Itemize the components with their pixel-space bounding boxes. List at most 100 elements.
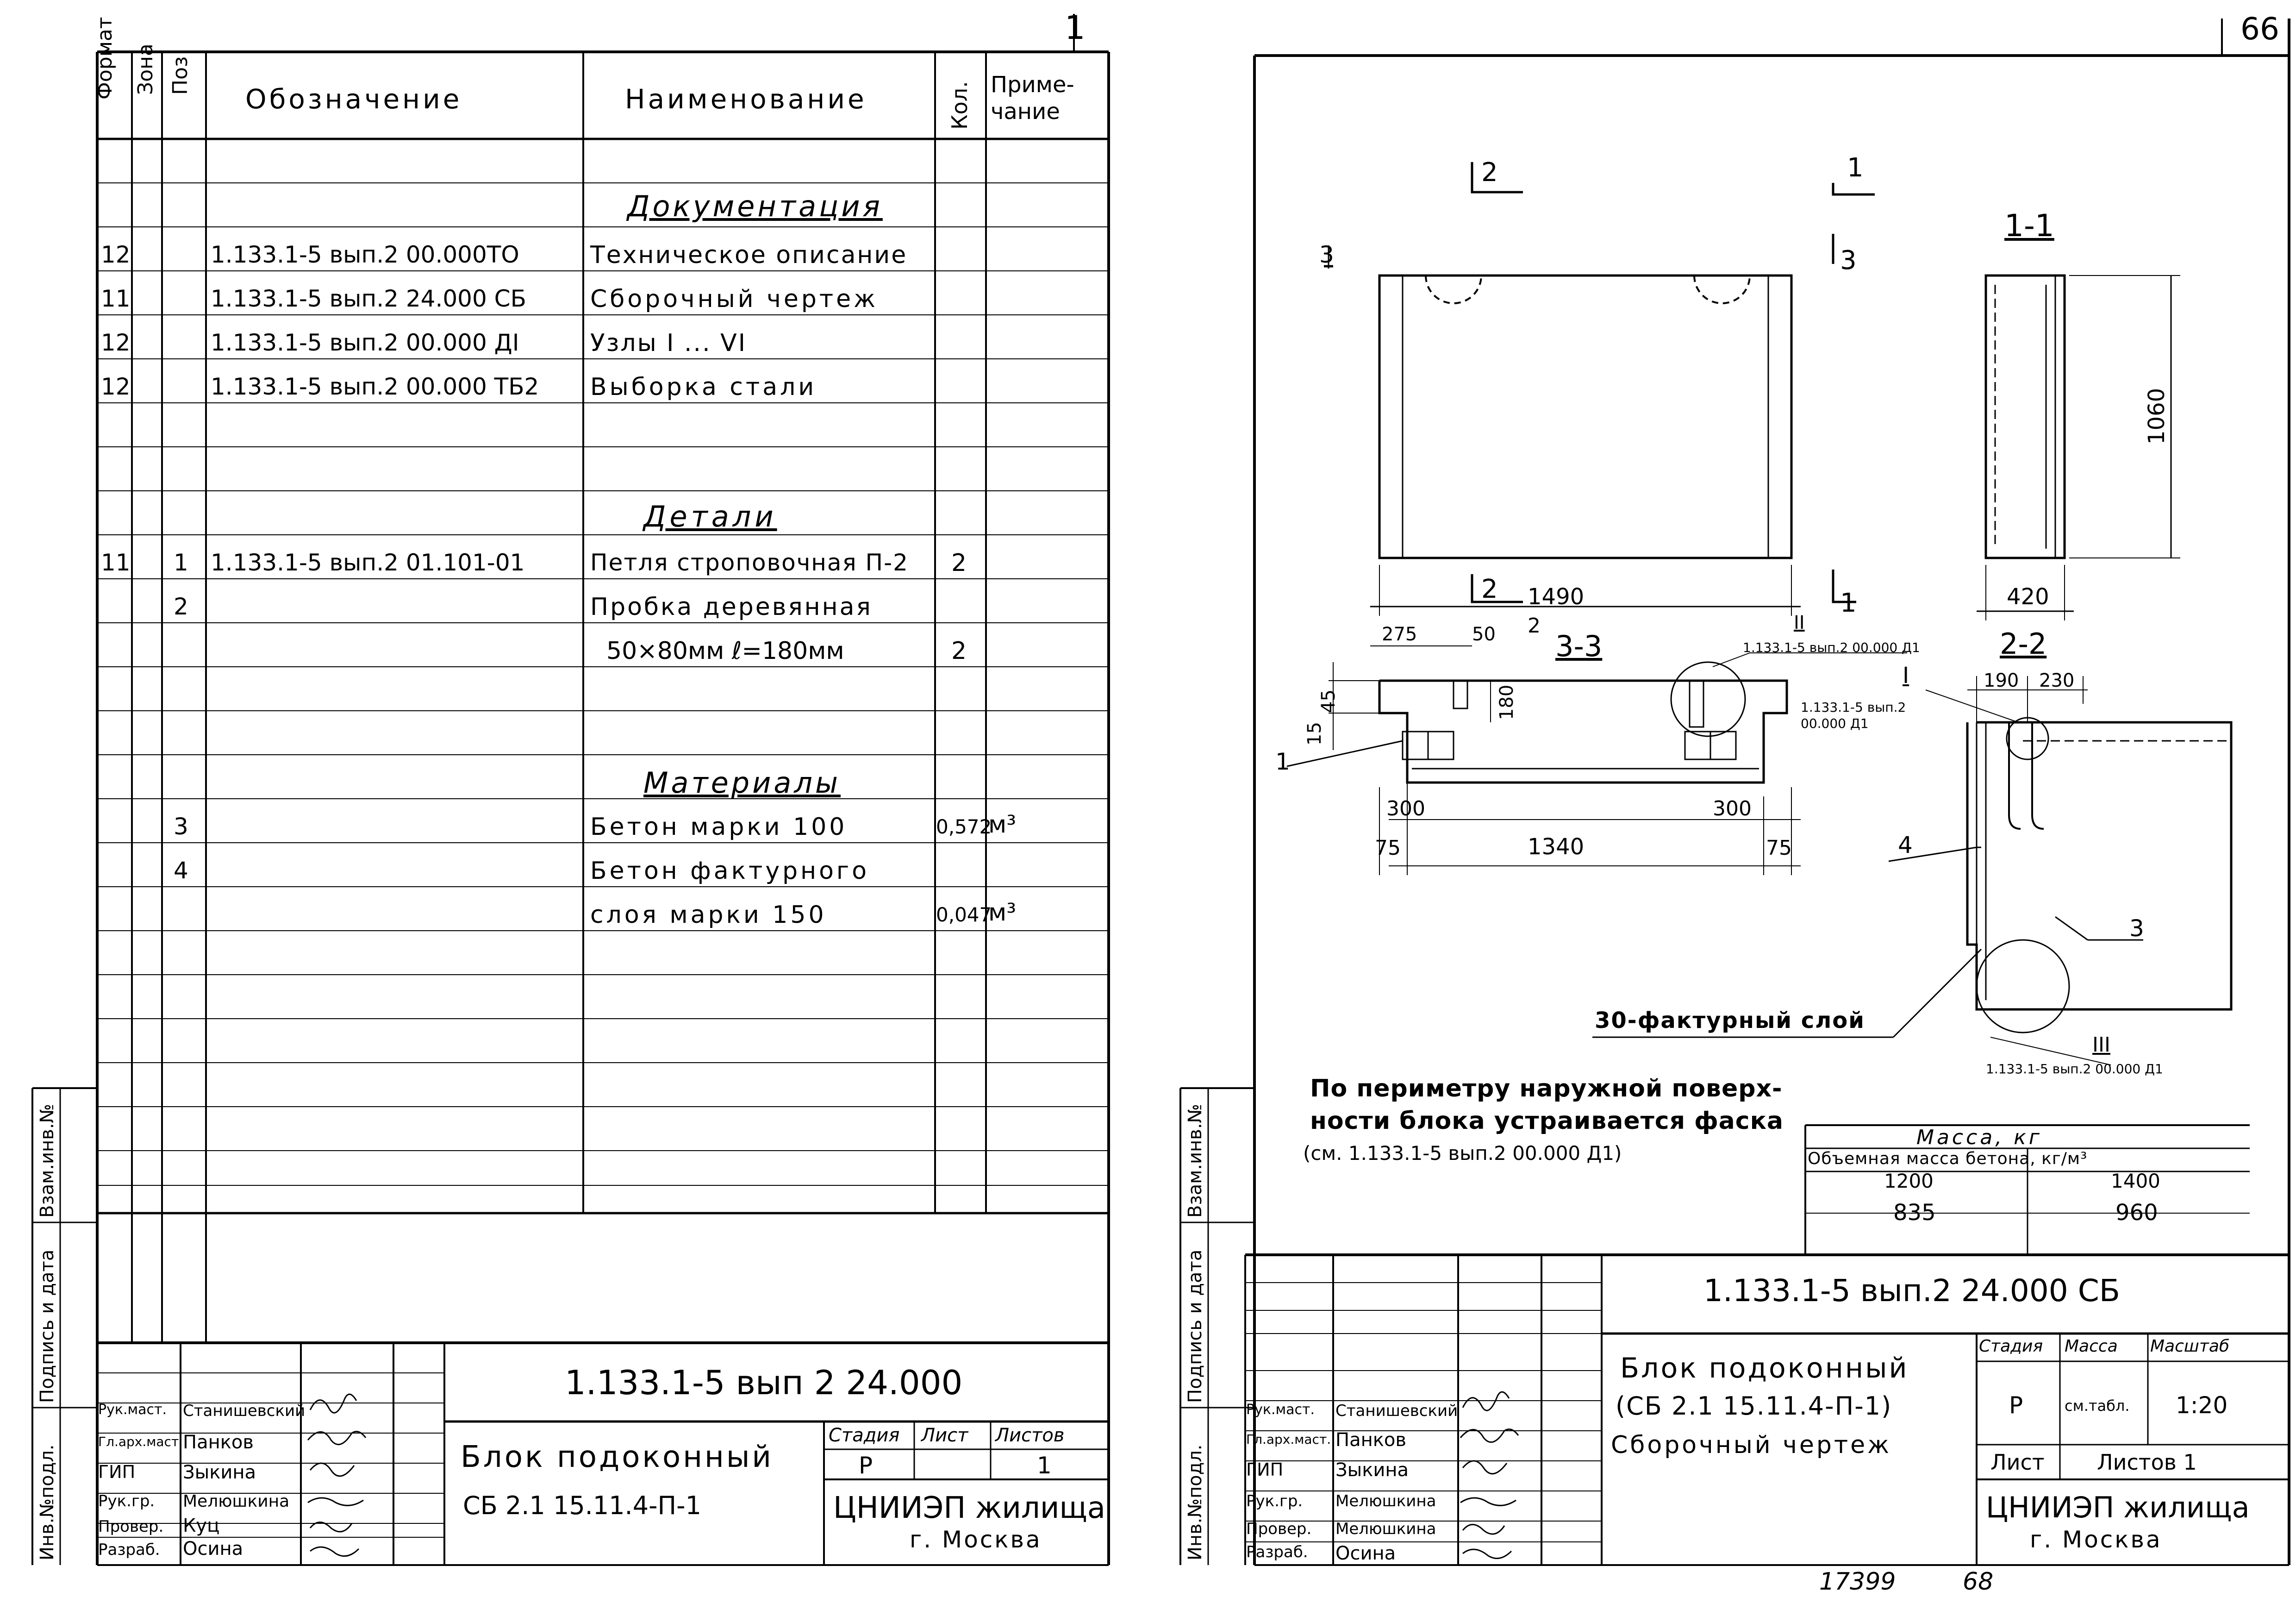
cut-marker: 2	[1481, 574, 1498, 604]
person-name: Мелюшкина	[1335, 1520, 1436, 1538]
header-note: Приме-чание	[991, 72, 1074, 125]
sheet-label: Лист	[921, 1425, 968, 1446]
section-3-3-title: 3-3	[1555, 629, 1603, 663]
row-name: 50×80мм ℓ=180мм	[606, 637, 844, 665]
header-name: Наименование	[625, 83, 867, 115]
row-designation: 1.133.1-5 вып.2 00.000 ТБ2	[211, 373, 539, 400]
row-qty: 0,047	[936, 903, 992, 926]
signature-scribbles	[307, 1393, 367, 1557]
person-name: Мелюшкина	[183, 1492, 290, 1511]
title-code: 1.133.1-5 вып 2 24.000	[565, 1363, 963, 1402]
title-line1: Блок подоконный	[461, 1440, 774, 1474]
org-line1: ЦНИИЭП жилища	[1986, 1491, 2250, 1524]
person-name: Осина	[1335, 1543, 1396, 1564]
title-code: 1.133.1-5 вып.2 24.000 СБ	[1703, 1273, 2121, 1309]
mass-title: Масса, кг	[1916, 1126, 2042, 1149]
title-line1: Блок подоконный	[1620, 1352, 1909, 1384]
person-name: Панков	[183, 1432, 254, 1453]
ref-II: 1.133.1-5 вып.2 00.000 Д1	[1743, 640, 1920, 655]
dim-420: 420	[2007, 584, 2049, 610]
facing-layer-label: 30-фактурный слой	[1595, 1008, 1865, 1033]
org-line2: г. Москва	[910, 1526, 1042, 1553]
section-materials: Материалы	[643, 766, 841, 800]
row-qty: 0,572	[936, 815, 992, 838]
row-format: 12	[101, 373, 131, 400]
row-name: слоя марки 150	[590, 901, 827, 929]
sheets-label: Листов 1	[2097, 1450, 2197, 1475]
row-name: Выборка стали	[590, 373, 817, 401]
row-name: Пробка деревянная	[590, 593, 873, 621]
role: ГИП	[1246, 1459, 1284, 1480]
ref-III: 1.133.1-5 вып.2 00.000 Д1	[1986, 1061, 2163, 1077]
person-name: Куц	[183, 1515, 220, 1536]
row-designation: 1.133.1-5 вып.2 00.000ТО	[211, 241, 519, 268]
note-line3: (см. 1.133.1-5 вып.2 00.000 Д1)	[1303, 1142, 1622, 1165]
org-line1: ЦНИИЭП жилища	[833, 1491, 1105, 1525]
mass-value: см.табл.	[2065, 1397, 2130, 1415]
row-designation: 1.133.1-5 вып.2 24.000 СБ	[211, 285, 526, 312]
section-details: Детали	[643, 500, 777, 533]
right-page-number: 66	[2240, 11, 2279, 47]
section-documentation: Документация	[627, 189, 883, 223]
title-line2: (СБ 2.1 15.11.4-П-1)	[1616, 1391, 1892, 1421]
mass-subtitle: Объемная масса бетона, кг/м³	[1808, 1149, 2088, 1168]
role: Разраб.	[1246, 1543, 1308, 1561]
role: Рук.маст.	[98, 1402, 167, 1418]
row-name: Петля строповочная П-2	[590, 549, 909, 576]
cut-marker: 1	[1840, 588, 1857, 618]
row-designation: 1.133.1-5 вып.2 00.000 ДI	[211, 329, 519, 356]
cut-marker: 3	[1840, 245, 1857, 276]
section-2-2-title: 2-2	[2000, 627, 2047, 661]
row-note: м³	[988, 811, 1017, 839]
sheets-value: 1	[1037, 1452, 1052, 1479]
person-name: Зыкина	[1335, 1459, 1409, 1481]
row-format: 12	[101, 241, 131, 268]
person-name: Мелюшкина	[1335, 1492, 1436, 1510]
cut-marker: 1	[1847, 153, 1864, 183]
pos-marker: 2	[1528, 614, 1541, 638]
role: Рук.маст.	[1246, 1402, 1315, 1418]
role: Гл.арх.маст.	[98, 1434, 183, 1449]
row-pos: 1	[174, 549, 188, 576]
row-qty: 2	[951, 637, 967, 665]
mass-960: 960	[2115, 1200, 2158, 1226]
density-1400: 1400	[2111, 1170, 2160, 1192]
node-III: III	[2092, 1033, 2110, 1057]
dim-230: 230	[2039, 670, 2075, 691]
pos-marker: 4	[1898, 832, 1913, 858]
role: Разраб.	[98, 1541, 160, 1559]
row-qty: 2	[951, 549, 967, 577]
dim-1490: 1490	[1528, 584, 1585, 610]
person-name: Зыкина	[183, 1462, 256, 1483]
density-1200: 1200	[1884, 1170, 1934, 1192]
note-line1: По периметру наружной поверх-	[1310, 1075, 1783, 1102]
row-pos: 2	[174, 593, 188, 620]
role: ГИП	[98, 1462, 136, 1482]
dim-1340: 1340	[1528, 834, 1585, 860]
row-format: 12	[101, 329, 131, 356]
header-designation: Обозначение	[245, 83, 462, 115]
scale-label: Масштаб	[2150, 1337, 2230, 1356]
row-name: Техническое описание	[590, 241, 908, 269]
row-name: Узлы I ... VI	[590, 329, 747, 357]
row-name: Бетон марки 100	[590, 813, 848, 841]
stage-value: Р	[859, 1452, 873, 1479]
pos-marker: 3	[2129, 915, 2144, 942]
title-line2: СБ 2.1 15.11.4-П-1	[463, 1491, 702, 1520]
cut-marker: 3	[1319, 241, 1334, 268]
row-name: Сборочный чертеж	[590, 285, 878, 313]
person-name: Станишевский	[1335, 1402, 1458, 1420]
person-name: Осина	[183, 1538, 243, 1559]
role: Рук.гр.	[1246, 1492, 1303, 1510]
role: Рук.гр.	[98, 1492, 155, 1510]
node-II: II	[1794, 612, 1805, 633]
role: Провер.	[1246, 1520, 1312, 1538]
row-format: 11	[101, 285, 131, 312]
person-name: Панков	[1335, 1429, 1406, 1451]
section-1-1-title: 1-1	[2004, 208, 2054, 244]
scale-value: 1:20	[2176, 1392, 2228, 1419]
row-format: 11	[101, 549, 131, 576]
